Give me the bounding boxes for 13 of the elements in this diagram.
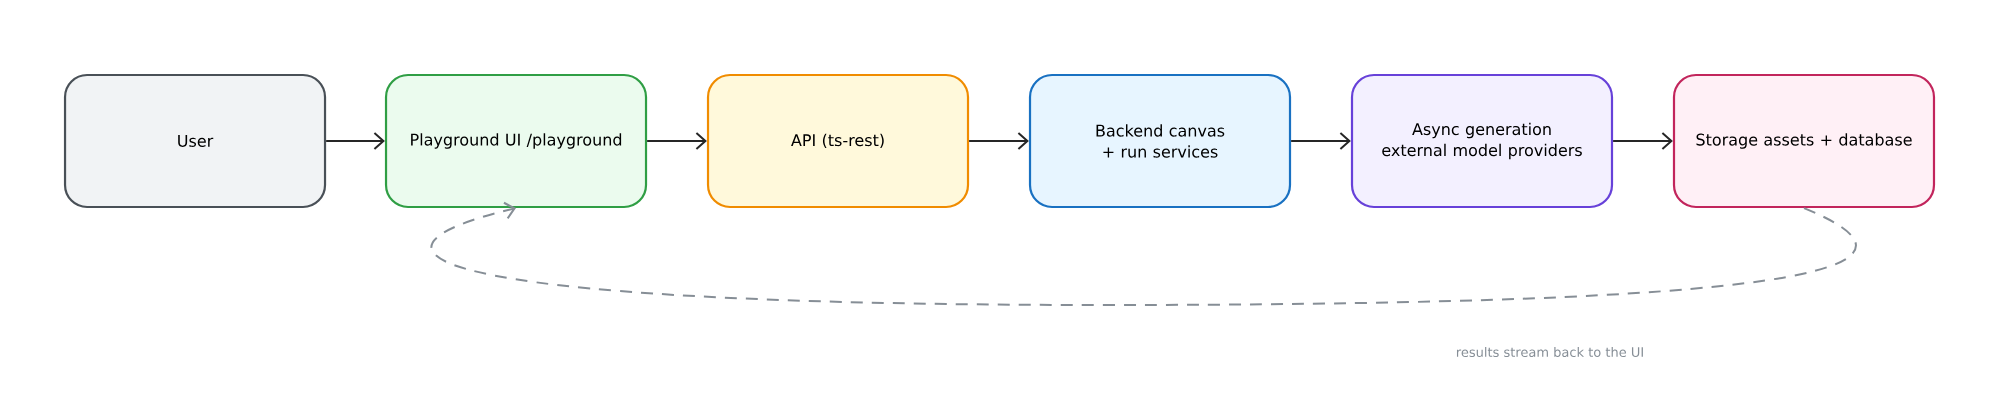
arrow — [968, 132, 1029, 150]
process-box: Storage assets + database — [1672, 73, 1936, 209]
process-box: API (ts-rest) — [706, 73, 970, 209]
arrow — [646, 132, 707, 150]
process-box: Async generation external model providers — [1350, 73, 1614, 209]
arrow — [1612, 132, 1673, 150]
arrow — [1290, 132, 1351, 150]
process-box: Backend canvas + run services — [1028, 73, 1292, 209]
process-box: Playground UI /playground — [384, 73, 648, 209]
arrow — [431, 201, 1856, 306]
process-box: User — [63, 73, 327, 209]
arrow — [325, 132, 385, 150]
edge-label: results stream back to the UI — [1453, 344, 1647, 359]
